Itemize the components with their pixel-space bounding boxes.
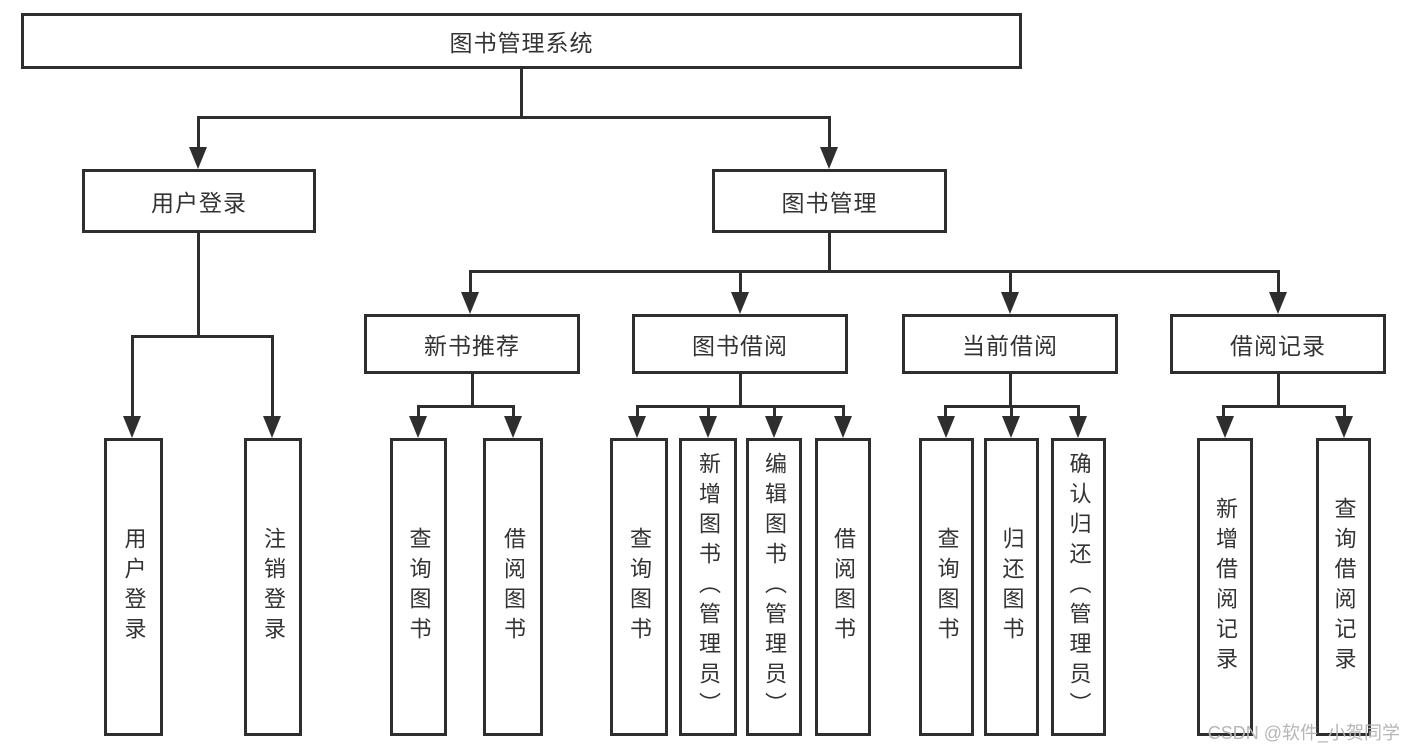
node-book-management: 图书管理 [712, 169, 947, 233]
node-leaf-confirm-return-admin: 确认归还（管理员） [1051, 438, 1106, 736]
node-leaf-user-login: 用户登录 [104, 438, 163, 736]
connector-line [131, 335, 134, 418]
arrow-down-icon [937, 416, 955, 438]
connector-line [1277, 374, 1280, 407]
arrow-down-icon [820, 147, 838, 169]
node-leaf-query-borrow-record: 查询借阅记录 [1316, 438, 1371, 736]
node-new-book-recommend: 新书推荐 [364, 314, 580, 374]
connector-line [1009, 270, 1012, 294]
node-leaf-edit-book-admin: 编辑图书（管理员） [746, 438, 802, 736]
connector-line [636, 405, 639, 418]
node-leaf-logout: 注销登录 [244, 438, 302, 736]
node-current-borrow: 当前借阅 [902, 314, 1118, 374]
connector-line [197, 233, 200, 338]
connector-line [828, 116, 831, 149]
node-leaf-query-book-current: 查询图书 [919, 438, 974, 736]
connector-line [944, 405, 947, 418]
connector-line [1009, 374, 1012, 407]
connector-line [636, 405, 845, 408]
arrow-down-icon [699, 416, 717, 438]
arrow-down-icon [1002, 416, 1020, 438]
connector-line [773, 405, 776, 418]
connector-line [1077, 405, 1080, 418]
connector-line [1222, 405, 1225, 418]
arrow-down-icon [1269, 292, 1287, 314]
node-leaf-borrow-book: 借阅图书 [815, 438, 871, 736]
connector-line [520, 69, 523, 117]
connector-line [271, 335, 274, 418]
node-book-borrow: 图书借阅 [632, 314, 848, 374]
connector-line [417, 405, 515, 408]
connector-line [739, 270, 742, 294]
arrow-down-icon [263, 416, 281, 438]
node-leaf-add-book-admin: 新增图书（管理员） [679, 438, 737, 736]
csdn-watermark: CSDN @软件_小贺同学 [1207, 723, 1400, 743]
connector-line [131, 335, 274, 338]
arrow-down-icon [834, 416, 852, 438]
arrow-down-icon [1216, 416, 1234, 438]
arrow-down-icon [1069, 416, 1087, 438]
connector-line [469, 270, 472, 294]
arrow-down-icon [189, 147, 207, 169]
connector-line [739, 374, 742, 407]
connector-line [197, 116, 200, 149]
arrow-down-icon [409, 416, 427, 438]
node-root: 图书管理系统 [21, 13, 1022, 69]
node-leaf-query-book-borrow: 查询图书 [610, 438, 668, 736]
connector-line [707, 405, 710, 418]
arrow-down-icon [628, 416, 646, 438]
connector-line [1222, 405, 1346, 408]
node-leaf-borrow-book-recommend: 借阅图书 [483, 438, 543, 736]
connector-line [469, 270, 1280, 273]
arrow-down-icon [461, 292, 479, 314]
node-borrow-record: 借阅记录 [1170, 314, 1386, 374]
connector-line [1343, 405, 1346, 418]
connector-line [197, 116, 831, 119]
arrow-down-icon [1335, 416, 1353, 438]
connector-line [512, 405, 515, 418]
node-leaf-return-book: 归还图书 [984, 438, 1039, 736]
connector-line [1010, 405, 1013, 418]
node-user-login: 用户登录 [82, 169, 316, 233]
arrow-down-icon [765, 416, 783, 438]
arrow-down-icon [123, 416, 141, 438]
node-leaf-query-book-recommend: 查询图书 [390, 438, 447, 736]
node-leaf-add-borrow-record: 新增借阅记录 [1197, 438, 1253, 736]
connector-line [1277, 270, 1280, 294]
arrow-down-icon [1001, 292, 1019, 314]
connector-line [828, 233, 831, 273]
arrow-down-icon [731, 292, 749, 314]
connector-line [471, 374, 474, 407]
arrow-down-icon [504, 416, 522, 438]
connector-line [842, 405, 845, 418]
connector-line [417, 405, 420, 418]
